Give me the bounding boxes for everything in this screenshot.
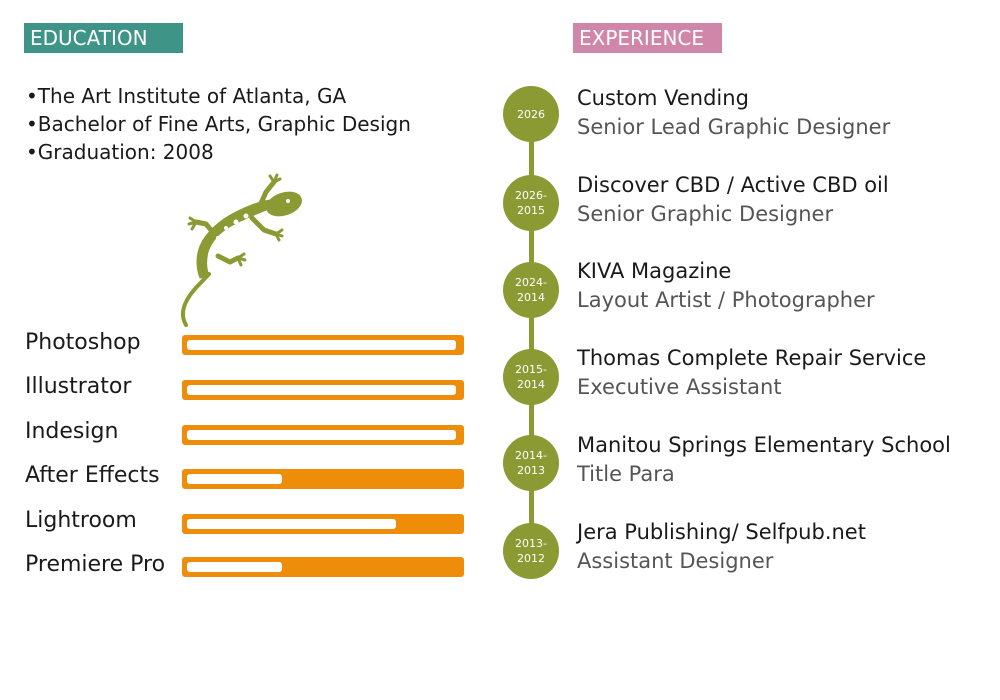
experience-role: Title Para: [577, 462, 675, 486]
experience-company: Discover CBD / Active CBD oil: [577, 173, 889, 197]
experience-heading: EXPERIENCE: [573, 23, 722, 53]
skill-label-illustrator: Illustrator: [25, 374, 132, 399]
skill-bar-fill: [187, 340, 456, 350]
year-end: 2012: [517, 552, 545, 565]
experience-role: Senior Lead Graphic Designer: [577, 115, 891, 139]
year-start: 2014-: [515, 449, 547, 462]
year-end: 2015: [517, 204, 545, 217]
timeline-year-badge: 2024- 2014: [503, 262, 559, 318]
skill-label-after-effects: After Effects: [25, 463, 160, 488]
skill-label-photoshop: Photoshop: [25, 330, 141, 355]
skill-bar-indesign: [182, 425, 464, 445]
education-item-school: •The Art Institute of Atlanta, GA: [26, 84, 347, 108]
experience-company: Manitou Springs Elementary School: [577, 433, 951, 457]
year-start: 2024-: [515, 276, 547, 289]
skill-label-lightroom: Lightroom: [25, 508, 137, 533]
experience-company: Jera Publishing/ Selfpub.net: [577, 520, 866, 544]
lizard-icon: [181, 173, 302, 327]
skill-bar-photoshop: [182, 335, 464, 355]
education-list: •The Art Institute of Atlanta, GA •Bache…: [26, 82, 411, 166]
skill-bar-fill: [187, 562, 282, 572]
timeline-year-badge: 2026- 2015: [503, 175, 559, 231]
year-start: 2013-: [515, 537, 547, 550]
education-item-degree: •Bachelor of Fine Arts, Graphic Design: [26, 112, 411, 136]
year-end: 2013: [517, 464, 545, 477]
education-item-graduation: •Graduation: 2008: [26, 140, 214, 164]
experience-company: Thomas Complete Repair Service: [577, 346, 927, 370]
skill-bar-fill: [187, 474, 282, 484]
skill-label-indesign: Indesign: [25, 419, 119, 444]
experience-company: Custom Vending: [577, 86, 749, 110]
timeline-year-badge: 2026: [503, 86, 559, 142]
skill-bar-lightroom: [182, 514, 464, 534]
experience-role: Executive Assistant: [577, 375, 782, 399]
skill-bar-illustrator: [182, 380, 464, 400]
timeline-year-badge: 2013- 2012: [503, 523, 559, 579]
year-end: 2014: [517, 378, 545, 391]
skill-label-premiere-pro: Premiere Pro: [25, 552, 166, 577]
skill-bar-fill: [187, 385, 456, 395]
timeline-line: [529, 110, 534, 560]
skill-bar-premiere-pro: [182, 557, 464, 577]
year-start: 2026-: [515, 189, 547, 202]
experience-role: Assistant Designer: [577, 549, 774, 573]
education-heading: EDUCATION: [24, 23, 183, 53]
timeline-year-badge: 2014- 2013: [503, 435, 559, 491]
experience-role: Senior Graphic Designer: [577, 202, 834, 226]
timeline-year-badge: 2015- 2014: [503, 349, 559, 405]
year-start: 2015-: [515, 363, 547, 376]
skill-bar-after-effects: [182, 469, 464, 489]
year-end: 2014: [517, 291, 545, 304]
experience-company: KIVA Magazine: [577, 259, 732, 283]
year-start: 2026: [517, 107, 545, 121]
experience-role: Layout Artist / Photographer: [577, 288, 875, 312]
skill-bar-fill: [187, 430, 456, 440]
skill-bar-fill: [187, 519, 396, 529]
